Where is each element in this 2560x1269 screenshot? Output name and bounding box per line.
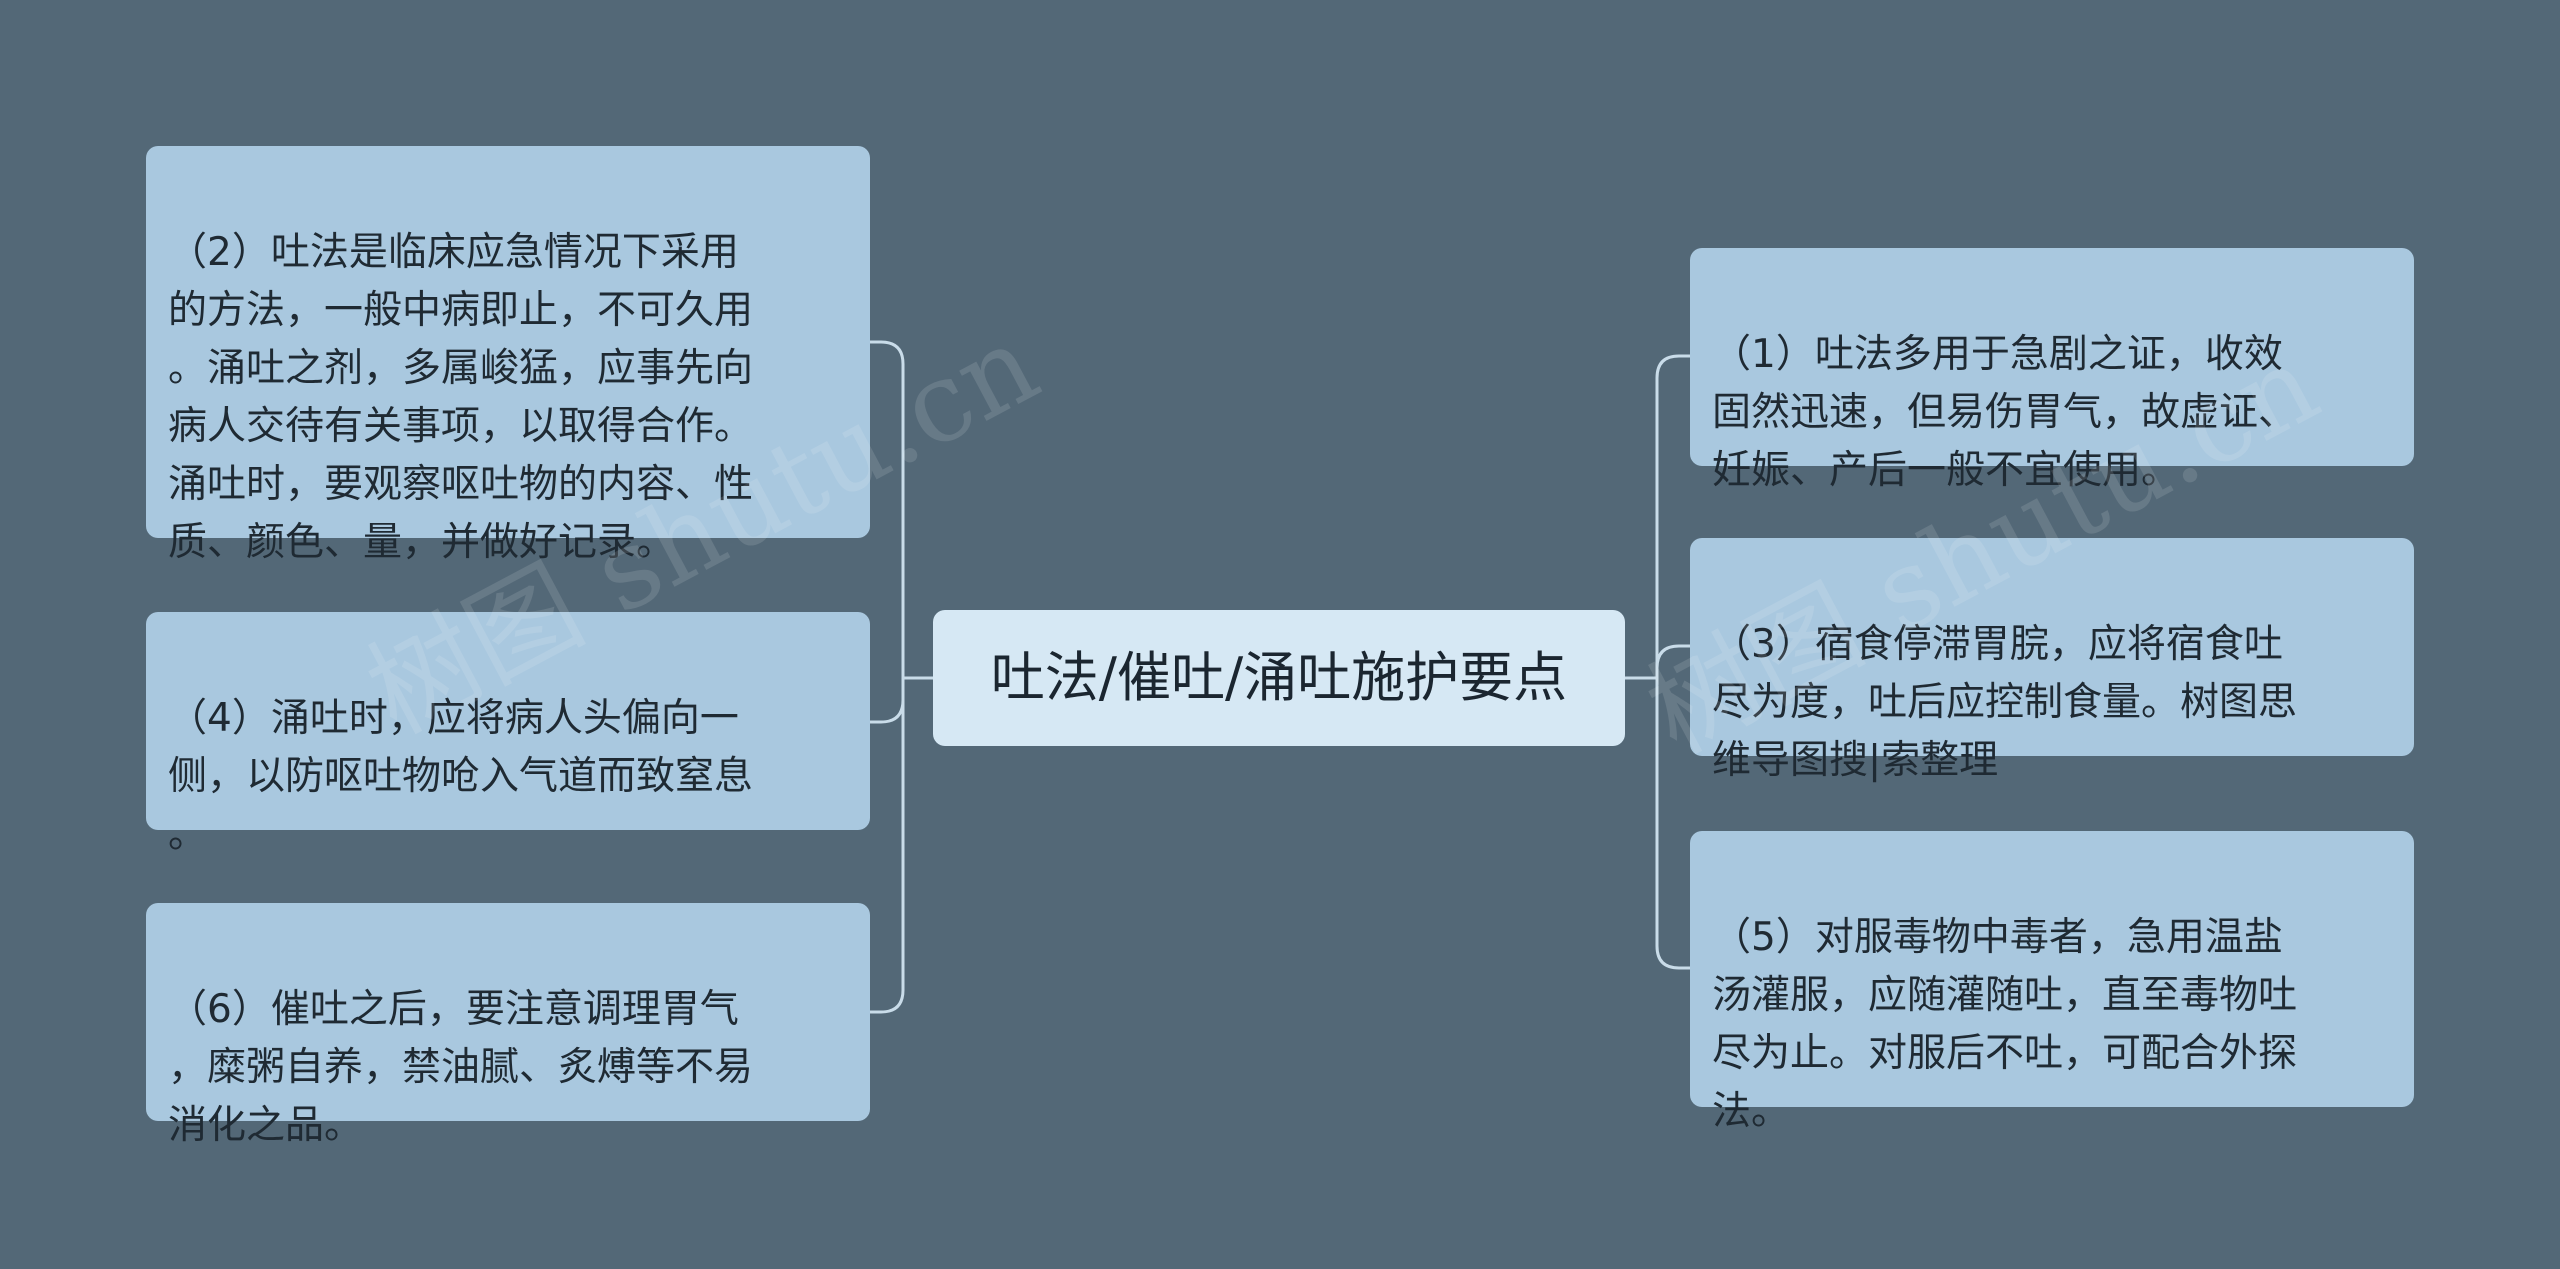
topic-node-4[interactable]: （4）涌吐时，应将病人头偏向一 侧，以防呕吐物呛入气道而致窒息 。 <box>146 612 870 857</box>
topic-node-5[interactable]: （5）对服毒物中毒者，急用温盐 汤灌服，应随灌随吐，直至毒物吐 尽为止。对服后不… <box>1690 831 2414 1134</box>
connector-left-n6 <box>868 700 905 1014</box>
topic-node-6[interactable]: （6）催吐之后，要注意调理胃气 ，糜粥自养，禁油腻、炙煿等不易 消化之品。 <box>146 903 870 1148</box>
topic-node-1[interactable]: （1）吐法多用于急剧之证，收效 固然迅速，但易伤胃气，故虚证、 妊娠、产后一般不… <box>1690 248 2414 493</box>
connector-left-n4 <box>868 678 905 724</box>
topic-node-5-text: （5）对服毒物中毒者，急用温盐 汤灌服，应随灌随吐，直至毒物吐 尽为止。对服后不… <box>1712 915 2298 1134</box>
connector-left-n2 <box>868 340 905 678</box>
topic-node-3-text: （3）宿食停滞胃脘，应将宿食吐 尽为度，吐后应控制食量。树图思 维导图搜|索整理 <box>1712 622 2298 783</box>
central-topic[interactable]: 吐法/催吐/涌吐施护要点 <box>933 610 1625 746</box>
topic-node-6-text: （6）催吐之后，要注意调理胃气 ，糜粥自养，禁油腻、炙煿等不易 消化之品。 <box>168 987 754 1148</box>
connector-right-n3 <box>1655 644 1690 678</box>
central-topic-label: 吐法/催吐/涌吐施护要点 <box>990 646 1568 709</box>
connector-right-n5 <box>1655 678 1690 970</box>
topic-node-3[interactable]: （3）宿食停滞胃脘，应将宿食吐 尽为度，吐后应控制食量。树图思 维导图搜|索整理 <box>1690 538 2414 783</box>
connector-right-n1 <box>1655 354 1690 678</box>
topic-node-1-text: （1）吐法多用于急剧之证，收效 固然迅速，但易伤胃气，故虚证、 妊娠、产后一般不… <box>1712 332 2298 493</box>
topic-node-2-text: （2）吐法是临床应急情况下采用 的方法，一般中病即止，不可久用 。涌吐之剂，多属… <box>168 230 754 565</box>
topic-node-4-text: （4）涌吐时，应将病人头偏向一 侧，以防呕吐物呛入气道而致窒息 。 <box>168 696 754 857</box>
topic-node-2[interactable]: （2）吐法是临床应急情况下采用 的方法，一般中病即止，不可久用 。涌吐之剂，多属… <box>146 146 870 565</box>
